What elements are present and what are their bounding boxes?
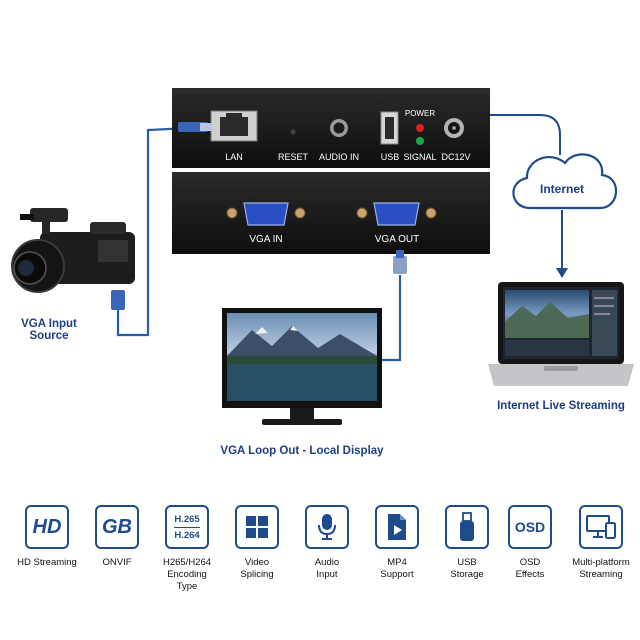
hd-icon-glyph: HD <box>32 515 62 538</box>
feature-label: USB <box>457 557 477 568</box>
codec-icon-top: H.265 <box>174 514 200 528</box>
encoder-rear-panel: LAN RESET AUDIO IN USB POWER SIGNAL DC12… <box>172 88 490 168</box>
codec-icon-bottom: H.264 <box>174 529 200 541</box>
connection-diagram: LAN RESET AUDIO IN USB POWER SIGNAL DC12… <box>11 88 634 425</box>
codec-icon: H.265 H.264 <box>165 505 209 549</box>
port-label-vga-out: VGA OUT <box>375 234 419 245</box>
laptop-icon <box>488 282 634 386</box>
feature-onvif: GB ONVIF <box>87 505 147 569</box>
gb-icon: GB <box>95 505 139 549</box>
feature-label: OSD <box>519 557 541 568</box>
power-led-icon <box>416 124 424 132</box>
signal-led-icon <box>416 137 424 145</box>
vga-cable-plug-icon <box>393 250 407 274</box>
port-label-dc12v: DC12V <box>441 152 470 162</box>
camera-label-line2: Source <box>29 330 69 342</box>
vga-in-port-icon <box>226 202 306 226</box>
feature-video-splicing: Video Splicing <box>227 505 287 581</box>
microphone-icon <box>305 505 349 549</box>
feature-label: Splicing <box>240 569 274 580</box>
lan-port-icon <box>210 110 258 142</box>
feature-label: Effects <box>515 569 545 580</box>
feature-label: ONVIF <box>102 557 132 568</box>
cable-vgaout-to-monitor <box>382 275 402 362</box>
dc-jack-icon <box>444 118 464 138</box>
osd-icon: OSD <box>508 505 552 549</box>
camera-label: VGA Input Source <box>16 318 82 342</box>
port-label-vga-in: VGA IN <box>249 234 282 245</box>
feature-encoding: H.265 H.264 H265/H264 Encoding Type <box>157 505 217 593</box>
usb-port-icon <box>380 111 399 145</box>
cable-encoder-to-internet <box>488 114 561 155</box>
audio-jack-icon <box>330 119 348 137</box>
feature-label: Streaming <box>579 569 623 580</box>
feature-label: MP4 <box>387 557 407 568</box>
feature-label: Audio <box>314 557 340 568</box>
port-label-lan: LAN <box>225 152 243 162</box>
port-label-usb: USB <box>381 152 400 162</box>
port-label-signal: SIGNAL <box>403 152 436 162</box>
hd-icon: HD <box>25 505 69 549</box>
monitor-icon <box>222 308 382 425</box>
feature-label: Multi-platform <box>572 557 630 568</box>
grid-icon <box>235 505 279 549</box>
feature-hd-streaming: HD HD Streaming <box>17 505 77 569</box>
mp4-file-icon <box>375 505 419 549</box>
feature-label: HD Streaming <box>17 557 77 568</box>
internet-cloud-icon: Internet <box>512 153 618 210</box>
feature-label: Input <box>316 569 338 580</box>
port-label-reset: RESET <box>278 152 309 162</box>
lan-cable-plug-icon <box>178 122 212 132</box>
camera-label-line1: VGA Input <box>21 318 77 330</box>
osd-icon-glyph: OSD <box>514 519 546 535</box>
cable-camera-to-lan <box>116 125 211 337</box>
feature-label: H265/H264 <box>162 557 212 568</box>
multi-device-icon <box>579 505 623 549</box>
feature-multi-platform: Multi-platform Streaming <box>566 505 636 581</box>
camcorder-icon <box>11 208 135 293</box>
feature-usb-storage: USB Storage <box>437 505 497 581</box>
port-label-audio-in: AUDIO IN <box>319 152 359 162</box>
reset-hole-icon <box>290 129 296 135</box>
feature-label: Encoding Type <box>167 569 207 592</box>
laptop-label: Internet Live Streaming <box>497 400 625 412</box>
monitor-label: VGA Loop Out - Local Display <box>220 445 384 457</box>
internet-label: Internet <box>540 182 584 196</box>
feature-audio-input: Audio Input <box>297 505 357 581</box>
feature-label: Support <box>380 569 414 580</box>
feature-label: Video <box>244 557 270 568</box>
camera-cable-plug-icon <box>111 290 125 310</box>
gb-icon-glyph: GB <box>102 515 132 538</box>
encoder-front-panel: VGA IN VGA OUT <box>172 172 490 254</box>
feature-mp4-support: MP4 Support <box>367 505 427 581</box>
vga-out-port-icon <box>356 202 437 226</box>
port-label-power: POWER <box>405 109 435 118</box>
feature-osd-effects: OSD OSD Effects <box>500 505 560 581</box>
feature-label: Storage <box>450 569 484 580</box>
usb-drive-icon <box>445 505 489 549</box>
